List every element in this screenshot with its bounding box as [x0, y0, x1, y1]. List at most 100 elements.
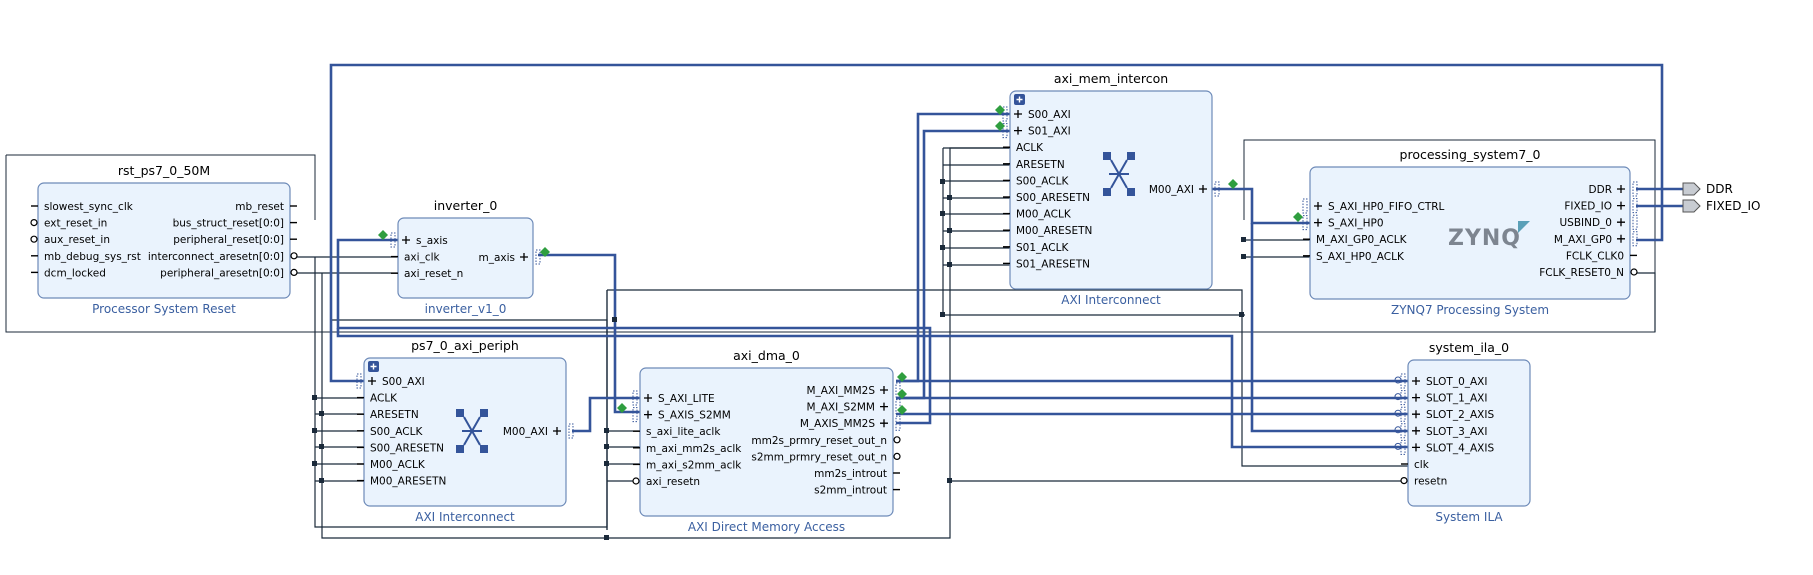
- inverted-pin-icon[interactable]: [30, 235, 38, 243]
- port-label: s_axis: [416, 235, 448, 247]
- debug-marker-icon[interactable]: [995, 121, 1005, 131]
- bus-plus-icon[interactable]: [1412, 410, 1420, 419]
- port-label: S_AXIS_S2MM: [658, 410, 731, 422]
- bus-plus-icon[interactable]: [1617, 185, 1625, 193]
- port-label: SLOT_1_AXI: [1426, 393, 1487, 405]
- junction: [604, 535, 609, 540]
- bus-plus-icon[interactable]: [1199, 185, 1207, 193]
- bus-plus-icon[interactable]: [880, 402, 888, 411]
- debug-marker-icon[interactable]: [1228, 179, 1238, 189]
- port-label: M_AXI_GP0: [1554, 234, 1612, 246]
- bus-plus-icon[interactable]: [644, 410, 652, 419]
- ddr-port-icon[interactable]: [1682, 182, 1701, 196]
- bus-plus-icon[interactable]: [1412, 393, 1420, 402]
- junction: [947, 478, 952, 483]
- port-label: S00_ACLK: [1016, 175, 1069, 187]
- block-title: ps7_0_axi_periph: [411, 338, 519, 353]
- fixed-io-port-icon[interactable]: [1682, 199, 1701, 213]
- port-label: S00_ARESETN: [1016, 192, 1090, 204]
- port-label: SLOT_3_AXI: [1426, 426, 1487, 438]
- port-label: S00_ACLK: [370, 426, 423, 438]
- inverted-pin-icon[interactable]: [893, 436, 901, 444]
- bus-plus-icon[interactable]: [1014, 126, 1022, 135]
- bus-plus-icon[interactable]: [520, 253, 528, 261]
- junction: [312, 395, 317, 400]
- port-label: S01_ARESETN: [1016, 258, 1090, 270]
- bus-plus-icon[interactable]: [368, 377, 376, 385]
- debug-marker-icon[interactable]: [897, 405, 907, 415]
- port-label: s2mm_introut: [814, 485, 887, 497]
- debug-marker-icon[interactable]: [897, 389, 907, 399]
- inverted-pin-icon[interactable]: [893, 452, 901, 460]
- bus-wire: [336, 328, 1408, 449]
- junction: [312, 428, 317, 433]
- port-label: axi_reset_n: [404, 268, 463, 280]
- crossbar-icon: [456, 409, 488, 453]
- bus-plus-icon[interactable]: [1617, 218, 1625, 227]
- bus-plus-icon[interactable]: [1412, 426, 1420, 435]
- inverted-pin-icon[interactable]: [290, 252, 298, 260]
- block-title: axi_dma_0: [733, 348, 800, 363]
- block-body[interactable]: [37, 182, 291, 299]
- port-label: ext_reset_in: [44, 218, 107, 230]
- bus-wire: [1212, 187, 1310, 225]
- bus-plus-icon[interactable]: [1617, 234, 1625, 243]
- ext-port-label-ddr: DDR: [1706, 182, 1733, 196]
- port-label: M00_ARESETN: [370, 476, 446, 488]
- port-label: FIXED_IO: [1564, 201, 1612, 213]
- block-title: axi_mem_intercon: [1054, 71, 1168, 86]
- junction: [1239, 312, 1244, 317]
- bus-plus-icon[interactable]: [1314, 202, 1322, 210]
- port-label: mm2s_prmry_reset_out_n: [751, 435, 887, 447]
- bus-connector-icon: [1302, 198, 1308, 214]
- block-body[interactable]: [397, 217, 534, 299]
- bus-plus-icon[interactable]: [880, 386, 888, 394]
- bus-plus-icon[interactable]: [553, 427, 561, 435]
- port-label: M_AXI_S2MM: [807, 402, 876, 414]
- block-inverter[interactable]: inverter_0inverter_v1_0s_axisaxi_clkaxi_…: [390, 198, 541, 316]
- bus-plus-icon[interactable]: [1617, 201, 1625, 210]
- port-label: s2mm_prmry_reset_out_n: [751, 451, 887, 463]
- port-label: mb_debug_sys_rst: [44, 251, 141, 263]
- debug-marker-icon[interactable]: [378, 230, 388, 240]
- debug-marker-icon[interactable]: [995, 105, 1005, 115]
- debug-marker-icon[interactable]: [1293, 212, 1303, 222]
- debug-marker-icon[interactable]: [897, 372, 907, 382]
- inverted-pin-icon[interactable]: [1400, 477, 1408, 485]
- bus-plus-icon[interactable]: [1014, 110, 1022, 118]
- bus-connector-icon: [535, 249, 541, 265]
- probe-icon: [1394, 376, 1402, 384]
- port-label: S_AXI_HP0_ACLK: [1316, 251, 1405, 263]
- inverted-pin-icon[interactable]: [30, 219, 38, 227]
- port-label: S00_AXI: [1028, 109, 1071, 121]
- port-label: M00_ACLK: [1016, 209, 1072, 221]
- inverted-pin-icon[interactable]: [632, 477, 640, 485]
- bus-plus-icon[interactable]: [880, 419, 888, 428]
- probe-icon: [1394, 442, 1402, 450]
- block-body[interactable]: [1407, 359, 1531, 507]
- bus-connector-icon: [1632, 214, 1638, 230]
- inverted-pin-icon[interactable]: [290, 268, 298, 276]
- debug-marker-icon[interactable]: [540, 247, 550, 257]
- bus-plus-icon[interactable]: [1314, 218, 1322, 227]
- block-body[interactable]: [1309, 166, 1631, 300]
- bus-wire: [329, 63, 1664, 383]
- bus-plus-icon[interactable]: [402, 236, 410, 244]
- port-label: m_axi_s2mm_aclk: [646, 459, 742, 471]
- junction: [319, 444, 324, 449]
- block-body[interactable]: [639, 367, 894, 517]
- port-label: m_axis: [478, 252, 515, 264]
- bus-plus-icon[interactable]: [1412, 377, 1420, 385]
- inverted-pin-icon[interactable]: [1630, 268, 1638, 276]
- debug-marker-icon[interactable]: [617, 403, 627, 413]
- port-label: S01_ACLK: [1016, 242, 1069, 254]
- bus-plus-icon[interactable]: [1412, 443, 1420, 452]
- bus-plus-icon[interactable]: [644, 394, 652, 402]
